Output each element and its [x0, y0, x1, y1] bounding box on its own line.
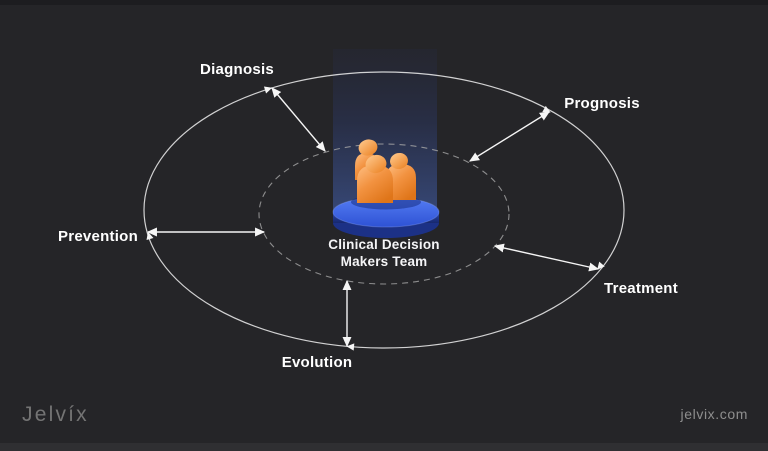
stage-label-prognosis: Prognosis	[564, 95, 640, 112]
stage-label-evolution: Evolution	[281, 354, 353, 371]
team-3d-icon	[332, 139, 440, 238]
center-caption: Clinical Decision Makers Team	[328, 237, 439, 270]
center-caption-line2: Makers Team	[340, 253, 428, 269]
inner-dashed-ellipse	[258, 143, 510, 285]
flow-arrowhead-diagnosis	[263, 86, 273, 94]
website-url: jelvix.com	[680, 406, 748, 422]
radial-arrows	[146, 87, 600, 348]
prognosis-arrow	[469, 111, 550, 162]
stage-label-treatment: Treatment	[604, 280, 678, 297]
bottom-edge-strip	[0, 443, 768, 451]
person-front-icon	[357, 154, 393, 203]
person-right-icon	[386, 152, 416, 200]
stage-label-diagnosis: Diagnosis	[200, 61, 274, 78]
jelvix-logo: Jelvíx	[22, 403, 89, 426]
stage-label-prevention: Prevention	[57, 228, 139, 245]
outer-cycle-ellipse	[143, 71, 625, 349]
flow-arrowhead-prognosis	[542, 105, 551, 113]
center-caption-line1: Clinical Decision	[328, 237, 440, 252]
diagnosis-arrow	[271, 87, 326, 152]
top-edge-strip	[0, 0, 768, 5]
treatment-arrow	[493, 243, 600, 272]
